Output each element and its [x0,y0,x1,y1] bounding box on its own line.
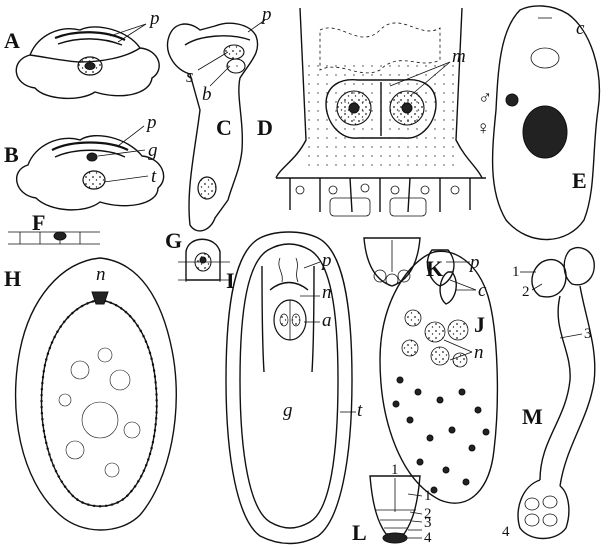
panel-e: E c ♂ ♀ [476,6,599,240]
part-label-a-p: p [148,8,160,29]
part-label-e-male: ♂ [478,88,492,109]
part-label-c-s: s [186,66,193,87]
part-label-i-g: g [283,400,293,421]
panel-m: M 1 2 3 4 [502,248,595,540]
panel-b: B p g t [4,112,164,210]
part-label-j-c: c [478,280,487,301]
part-label-j-p: p [468,252,480,273]
part-label-l-3: 3 [424,515,432,531]
panel-label-g: G [165,228,182,253]
part-label-l-1b: 1 [424,488,432,504]
panel-label-f: F [32,210,45,235]
panel-f: F [8,210,100,244]
part-label-d-m: m [452,46,466,67]
part-label-h-n: n [96,264,106,285]
panel-label-c: C [216,115,232,140]
panel-label-b: B [4,142,19,167]
panel-l: L 1 1 2 3 4 [352,462,432,546]
part-label-c-p: p [260,4,272,25]
panel-label-h: H [4,266,21,291]
panel-d: D m [257,8,486,216]
part-label-b-p: p [145,112,157,133]
part-label-e-c: c [576,18,585,39]
part-label-m-4: 4 [502,524,510,540]
panel-a: A p [4,8,160,98]
panel-label-l: L [352,520,367,545]
part-label-m-3: 3 [584,326,592,342]
panel-g: G [165,228,230,282]
part-label-b-t: t [151,166,157,187]
part-label-c-b: b [202,84,212,105]
part-label-m-2: 2 [522,284,530,300]
panel-i: I p n a g t [226,232,363,544]
part-label-m-1: 1 [512,264,520,280]
part-label-l-4: 4 [424,530,432,546]
part-label-l-1a: 1 [391,462,399,478]
part-label-j-n: n [474,342,484,363]
part-label-i-t: t [357,400,363,421]
panel-label-a: A [4,28,20,53]
part-label-i-n: n [322,282,332,303]
panel-label-j: J [474,312,485,337]
panel-c: C p s b [168,4,272,231]
panel-h: H n [4,258,176,530]
part-label-i-p: p [320,250,332,271]
panel-label-i: I [226,268,235,293]
part-label-i-a: a [322,310,332,331]
part-label-e-female: ♀ [476,118,490,139]
panel-label-d: D [257,115,273,140]
panel-label-m: M [522,404,543,429]
panel-label-e: E [572,168,587,193]
part-label-b-g: g [148,140,158,161]
